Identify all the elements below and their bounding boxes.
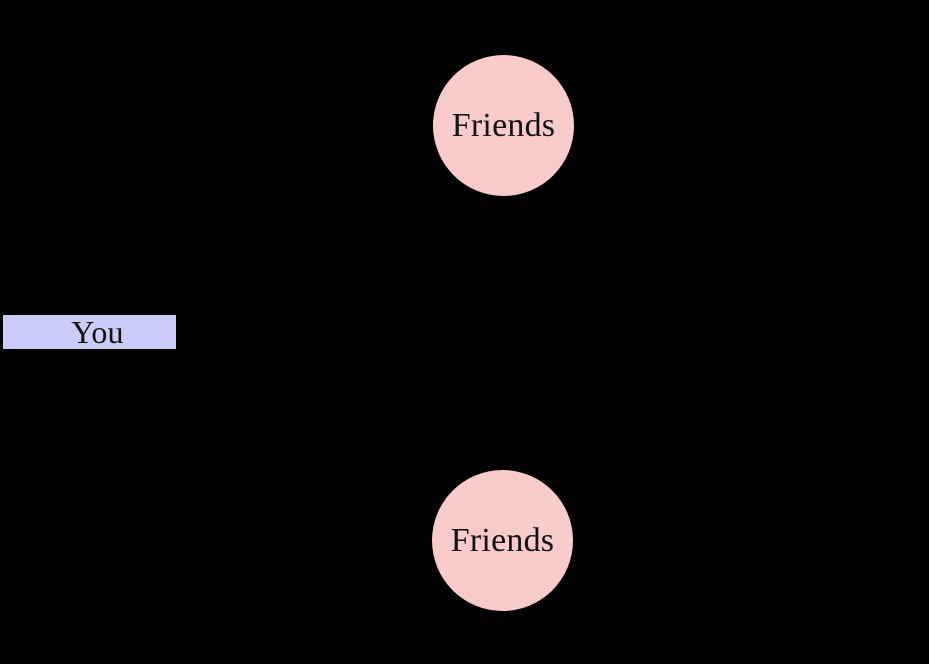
node-friends-top[interactable]: Friends xyxy=(433,55,574,196)
node-friends-bottom-label: Friends xyxy=(450,521,555,559)
node-you-label: You xyxy=(71,314,124,350)
node-you[interactable]: You xyxy=(3,315,176,349)
node-friends-bottom[interactable]: Friends xyxy=(432,470,573,611)
node-friends-top-label: Friends xyxy=(451,106,556,144)
